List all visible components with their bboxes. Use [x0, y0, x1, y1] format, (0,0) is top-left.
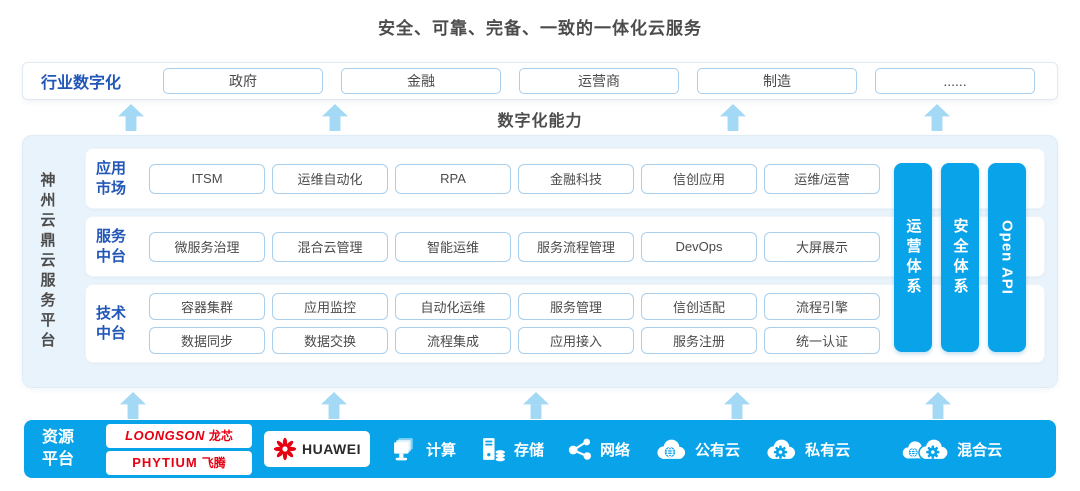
industry-chip: 政府: [163, 68, 323, 94]
huawei-logo-icon: [273, 437, 297, 461]
side-bar: 安全体系: [941, 163, 979, 352]
industry-chip-list: 政府金融运营商制造......: [163, 68, 1035, 94]
resource-bar-label: 资源 平台: [42, 427, 90, 470]
network-icon: [568, 437, 593, 462]
resource-label-line: 平台: [42, 451, 75, 468]
industry-chip: 运营商: [519, 68, 679, 94]
industry-chip: 金融: [341, 68, 501, 94]
loongson-cn-text: 龙芯: [208, 429, 233, 443]
industry-chip: 制造: [697, 68, 857, 94]
page-title: 安全、可靠、完备、一致的一体化云服务: [378, 19, 702, 38]
up-arrow-icon: [118, 104, 144, 131]
resource-item: 网络: [568, 437, 630, 462]
up-arrow-icon: [724, 392, 750, 419]
loongson-logo-text: LOONGSON: [125, 428, 205, 443]
up-arrow-icon: [720, 104, 746, 131]
side-bar: 运营体系: [894, 163, 932, 352]
resource-item: 公有云: [654, 437, 740, 462]
huawei-badge: HUAWEI: [264, 431, 370, 467]
hybrid-cloud-icon: [900, 437, 950, 462]
loongson-badge: LOONGSON 龙芯: [106, 423, 252, 448]
private-cloud-icon: [764, 437, 798, 462]
resource-item: 混合云: [900, 437, 1002, 462]
compute-icon: [392, 437, 419, 462]
resource-item-label: 网络: [600, 441, 631, 459]
resource-item-label: 混合云: [957, 441, 1003, 459]
huawei-logo-text: HUAWEI: [302, 441, 361, 457]
resource-item-label: 存储: [514, 441, 545, 459]
up-arrow-icon: [321, 392, 347, 419]
resource-label-line: 资源: [42, 429, 75, 447]
resource-item-label: 公有云: [695, 441, 741, 459]
resource-item: 存储: [480, 437, 544, 462]
resource-item-label: 计算: [426, 441, 457, 459]
phytium-badge: PHYTIUM 飞腾: [106, 450, 252, 475]
side-bar: Open API: [988, 163, 1026, 352]
resource-item-label: 私有云: [805, 441, 851, 459]
resource-bar: 资源 平台 LOONGSON 龙芯 PHYTIUM 飞腾 HUAWEI 计算 存储…: [24, 420, 1056, 478]
up-arrow-icon: [120, 392, 146, 419]
phytium-logo-text: PHYTIUM: [132, 455, 198, 470]
up-arrow-icon: [322, 104, 348, 131]
up-arrow-icon: [925, 392, 951, 419]
vendor-stack: LOONGSON 龙芯 PHYTIUM 飞腾: [106, 423, 252, 475]
phytium-cn-text: 飞腾: [201, 456, 226, 470]
resource-item: 计算: [392, 437, 456, 462]
platform-vertical-title: 神州云鼎云服务平台: [38, 171, 56, 352]
resource-items: 计算 存储 网络 公有云 私有云 混合云: [392, 437, 1002, 462]
capability-label: 数字化能力: [497, 113, 583, 130]
industry-chip: ......: [875, 68, 1035, 94]
up-arrow-icon: [924, 104, 950, 131]
storage-icon: [480, 437, 507, 462]
resource-item: 私有云: [764, 437, 850, 462]
industry-band-label: 行业数字化: [41, 75, 122, 92]
up-arrow-icon: [523, 392, 549, 419]
industry-band: 行业数字化 政府金融运营商制造......: [22, 62, 1058, 100]
public-cloud-icon: [654, 437, 688, 462]
